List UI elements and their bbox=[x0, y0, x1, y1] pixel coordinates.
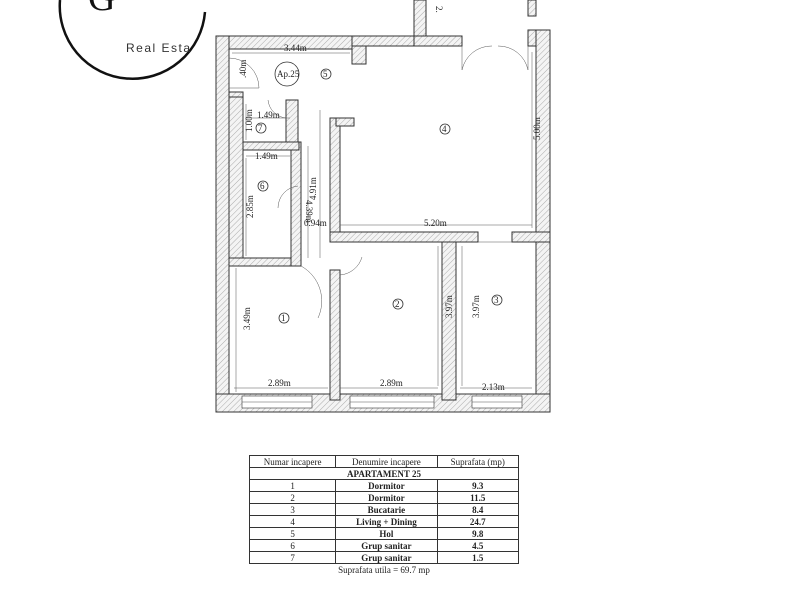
svg-text:7: 7 bbox=[258, 123, 263, 133]
section-title: APARTAMENT 25 bbox=[249, 467, 519, 480]
svg-text:3: 3 bbox=[494, 295, 499, 305]
svg-text:4: 4 bbox=[442, 124, 447, 134]
table-total-row: Suprafata utila = 69.7 mp bbox=[250, 564, 519, 576]
logo-letter: G bbox=[88, 0, 115, 19]
room-number: 7 bbox=[255, 122, 267, 134]
room-area-cell: 9.3 bbox=[436, 479, 520, 492]
walls bbox=[215, 29, 551, 413]
apartment-label: Ap.25 bbox=[274, 61, 300, 87]
table-header-row: Numar incapere Denumire incapere Suprafa… bbox=[248, 455, 520, 468]
dim-label: 1.49m bbox=[255, 151, 278, 161]
room-area-cell: 9.8 bbox=[436, 527, 520, 540]
dim-label: 1.49m bbox=[257, 110, 280, 120]
room-name-cell: Living + Dining bbox=[335, 515, 438, 528]
room-number-cell: 7 bbox=[248, 551, 337, 564]
dim-label: 2.89m bbox=[380, 378, 403, 388]
header-room-name: Denumire incapere bbox=[335, 455, 438, 468]
room-number: 5 bbox=[320, 68, 332, 80]
room-area-cell: 11.5 bbox=[436, 491, 520, 504]
total-area: Suprafata utila = 69.7 mp bbox=[338, 564, 430, 575]
room-area-cell: 1.5 bbox=[436, 551, 520, 564]
room-number: 4 bbox=[439, 123, 451, 135]
room-numbers: 1 2 3 4 5 6 7 bbox=[255, 68, 503, 324]
dim-label: 2.13m bbox=[482, 382, 505, 392]
dim-top: 2. bbox=[434, 6, 444, 13]
room-number-cell: 4 bbox=[248, 515, 337, 528]
wall-fragment bbox=[527, 0, 537, 17]
table-row: 2 Dormitor 11.5 bbox=[248, 491, 520, 504]
room-number: 1 bbox=[278, 312, 290, 324]
room-area-cell: 24.7 bbox=[436, 515, 520, 528]
dim-label: 1.00m bbox=[244, 109, 254, 132]
dim-label: 5.20m bbox=[424, 218, 447, 228]
room-number-cell: 1 bbox=[248, 479, 337, 492]
dim-label: 2.85m bbox=[245, 195, 255, 218]
svg-text:2: 2 bbox=[395, 299, 400, 309]
dim-label: 4.39m bbox=[304, 200, 314, 223]
dimension-labels: 3.44m .40m 1.49m 1.00m 1.49m 2.85m 4.91m… bbox=[238, 43, 542, 392]
room-number: 2 bbox=[392, 298, 404, 310]
room-area-cell: 4.5 bbox=[436, 539, 520, 552]
dimension-lines bbox=[232, 52, 533, 392]
room-number-cell: 6 bbox=[248, 539, 337, 552]
table-row: 4 Living + Dining 24.7 bbox=[248, 515, 520, 528]
room-name-cell: Grup sanitar bbox=[335, 551, 438, 564]
dim-label: 3.44m bbox=[284, 43, 307, 53]
table-row: 5 Hol 9.8 bbox=[248, 527, 520, 540]
dim-label: 2.89m bbox=[268, 378, 291, 388]
doors bbox=[228, 45, 529, 319]
svg-text:1: 1 bbox=[281, 313, 286, 323]
logo-ring bbox=[58, 0, 207, 80]
room-number-cell: 5 bbox=[248, 527, 337, 540]
svg-text:5: 5 bbox=[323, 69, 328, 79]
room-area-table: Numar incapere Denumire incapere Suprafa… bbox=[248, 455, 520, 576]
room-name-cell: Dormitor bbox=[335, 479, 438, 492]
room-number: 3 bbox=[491, 294, 503, 306]
dim-label: 0.94m bbox=[304, 218, 327, 228]
table-row: 7 Grup sanitar 1.5 bbox=[248, 551, 520, 564]
room-name-cell: Grup sanitar bbox=[335, 539, 438, 552]
room-number-cell: 3 bbox=[248, 503, 337, 516]
dim-label: 3.49m bbox=[242, 307, 252, 330]
company-logo: G Real Esta bbox=[58, 0, 207, 80]
dim-label: 5.00m bbox=[532, 117, 542, 140]
logo-text: Real Esta bbox=[126, 41, 192, 55]
dim-label: .40m bbox=[238, 60, 248, 78]
header-area: Suprafata (mp) bbox=[436, 455, 520, 468]
table-section-row: APARTAMENT 25 bbox=[249, 467, 519, 480]
dim-label: 4.91m bbox=[308, 177, 318, 200]
dim-label: 3.97m bbox=[444, 295, 454, 318]
table-row: 6 Grup sanitar 4.5 bbox=[248, 539, 520, 552]
table-row: 3 Bucatarie 8.4 bbox=[248, 503, 520, 516]
room-name-cell: Bucatarie bbox=[335, 503, 438, 516]
room-area-cell: 8.4 bbox=[436, 503, 520, 516]
windows bbox=[241, 395, 523, 409]
header-room-number: Numar incapere bbox=[248, 455, 337, 468]
room-name-cell: Hol bbox=[335, 527, 438, 540]
table-row: 1 Dormitor 9.3 bbox=[248, 479, 520, 492]
svg-text:6: 6 bbox=[260, 181, 265, 191]
room-number-cell: 2 bbox=[248, 491, 337, 504]
room-name-cell: Dormitor bbox=[335, 491, 438, 504]
dim-label: 3.97m bbox=[471, 295, 481, 318]
room-number: 6 bbox=[257, 180, 269, 192]
svg-text:Ap.25: Ap.25 bbox=[277, 69, 300, 79]
wall-fragment bbox=[413, 0, 427, 37]
